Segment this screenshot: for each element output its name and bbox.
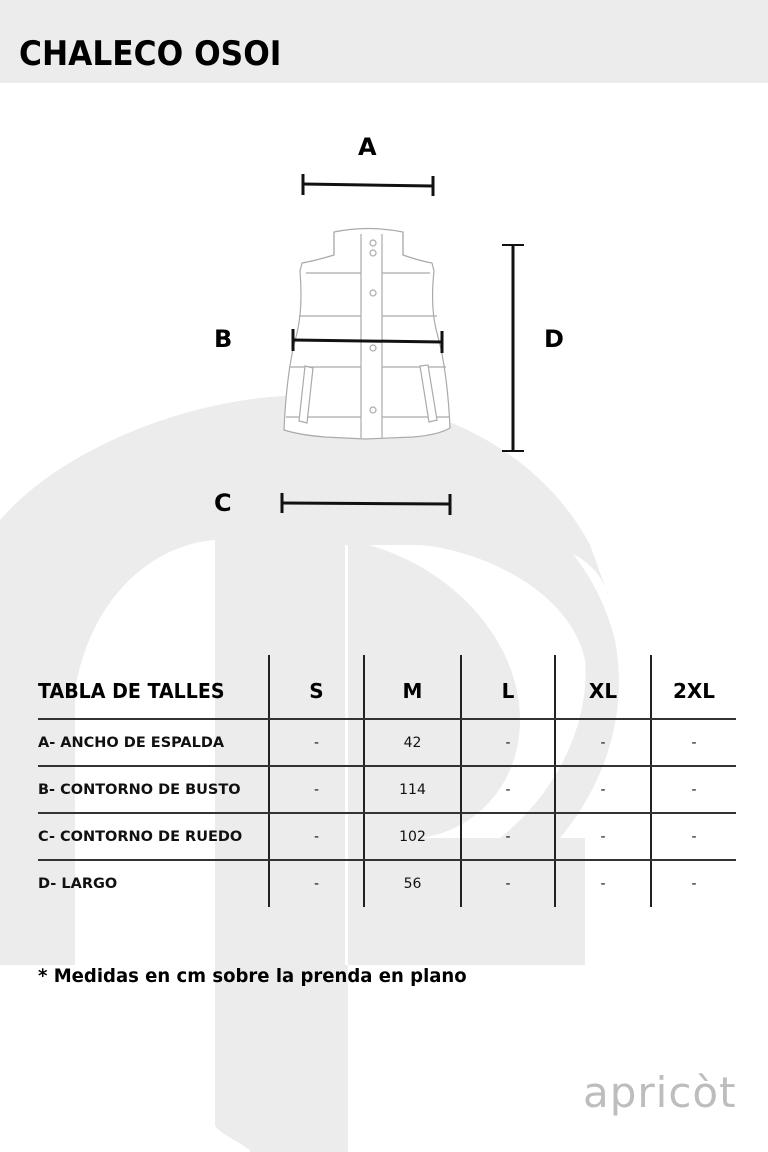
table-cell: -: [650, 860, 736, 907]
vest-diagram-icon: [280, 174, 524, 515]
table-row: A- ANCHO DE ESPALDA - 42 - - -: [38, 719, 736, 767]
table-cell: 114: [363, 766, 461, 814]
table-cell: -: [460, 719, 555, 767]
measurement-diagram: A B D C: [0, 83, 768, 623]
measurement-note: * Medidas en cm sobre la prenda en plano: [38, 965, 467, 987]
dimension-label-a: A: [358, 133, 377, 161]
table-cell: -: [650, 719, 736, 767]
table-cell: -: [460, 860, 555, 907]
row-label: D- LARGO: [38, 876, 118, 892]
size-header-l: L: [460, 655, 555, 720]
row-label: A- ANCHO DE ESPALDA: [38, 719, 269, 767]
table-cell: -: [554, 719, 651, 767]
table-row: C- CONTORNO DE RUEDO - 102 - - -: [38, 813, 736, 861]
vest-outline-icon: [283, 227, 451, 440]
dimension-bar-a-icon: [301, 174, 435, 196]
size-header-2xl: 2XL: [650, 655, 736, 720]
table-cell: -: [268, 719, 364, 767]
dimension-bar-c-icon: [280, 493, 452, 515]
dimension-bar-b-icon: [291, 329, 444, 353]
table-cell: -: [554, 766, 651, 814]
table-cell: -: [268, 766, 364, 814]
table-cell: -: [650, 766, 736, 814]
table-cell: -: [268, 813, 364, 861]
dimension-label-b: B: [214, 325, 233, 353]
table-cell: -: [460, 766, 555, 814]
dimension-label-c: C: [214, 489, 232, 517]
table-row: B- CONTORNO DE BUSTO - 114 - - -: [38, 766, 736, 814]
brand-logo: apricòt: [583, 1068, 737, 1117]
table-cell: 42: [363, 719, 461, 767]
table-cell: 56: [363, 860, 461, 907]
size-chart-table: TABLA DE TALLES S M L XL 2XL A- ANCHO DE…: [38, 655, 736, 907]
table-cell: 102: [363, 813, 461, 861]
row-label: C- CONTORNO DE RUEDO: [38, 813, 269, 861]
dimension-bar-d-icon: [502, 244, 524, 452]
page-header: CHALECO OSOI: [0, 0, 768, 83]
dimension-label-d: D: [544, 325, 564, 353]
table-title: TABLA DE TALLES: [38, 655, 258, 720]
table-cell: -: [554, 813, 651, 861]
page-title: CHALECO OSOI: [19, 34, 282, 74]
table-cell: -: [460, 813, 555, 861]
row-label: B- CONTORNO DE BUSTO: [38, 766, 269, 814]
table-cell: -: [554, 860, 651, 907]
size-header-s: S: [268, 655, 364, 720]
table-cell: -: [268, 860, 364, 907]
table-cell: -: [650, 813, 736, 861]
size-header-xl: XL: [554, 655, 651, 720]
table-header-row: TABLA DE TALLES S M L XL 2XL: [38, 655, 736, 720]
table-row: D- LARGO - 56 - - -: [38, 860, 736, 907]
size-header-m: M: [363, 655, 461, 720]
